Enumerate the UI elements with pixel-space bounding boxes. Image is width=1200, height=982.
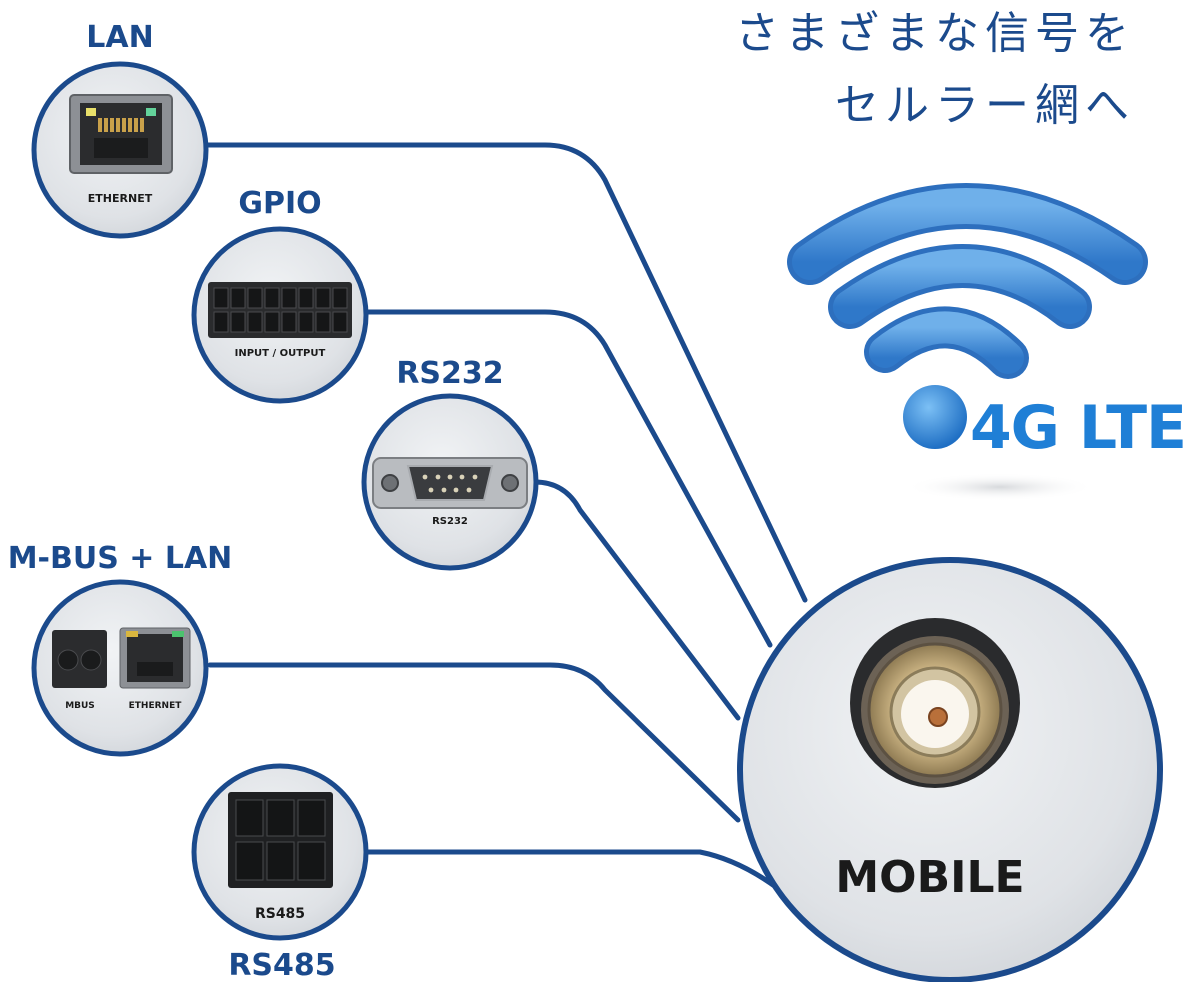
port-rs485: RS485 (191, 763, 369, 941)
line-mbus (207, 662, 741, 823)
line-rs232 (532, 479, 741, 721)
wifi-signal-icon (787, 183, 1148, 501)
caption-rs232: RS232 (432, 516, 468, 527)
port-gpio: INPUT / OUTPUT (191, 226, 369, 404)
port-lan: ETHERNET (31, 61, 209, 239)
headline-line2: セルラー網へ (835, 80, 1135, 131)
line-lan (202, 142, 808, 603)
caption-rs485: RS485 (255, 906, 305, 922)
caption-gpio: INPUT / OUTPUT (235, 348, 326, 359)
mobile-connector: MOBILE (737, 557, 1163, 982)
label-lan: LAN (86, 20, 153, 55)
headline-line1: さまざまな信号を (735, 8, 1135, 59)
label-gpio: GPIO (238, 186, 321, 221)
label-mbus: M-BUS + LAN (8, 541, 233, 576)
line-gpio (362, 309, 773, 648)
line-rs485 (362, 849, 783, 893)
caption-mbus-ethernet: ETHERNET (129, 701, 183, 711)
label-rs485: RS485 (228, 948, 335, 982)
mbus-terminal-icon (52, 630, 107, 688)
network-label: 4G LTE (970, 393, 1186, 463)
caption-mobile: MOBILE (835, 852, 1024, 903)
caption-lan: ETHERNET (88, 192, 153, 205)
connection-lines (202, 142, 808, 893)
port-mbus: MBUS ETHERNET (31, 579, 209, 757)
label-rs232: RS232 (396, 356, 503, 391)
port-rs232: RS232 (361, 393, 539, 571)
caption-mbus: MBUS (65, 701, 95, 711)
